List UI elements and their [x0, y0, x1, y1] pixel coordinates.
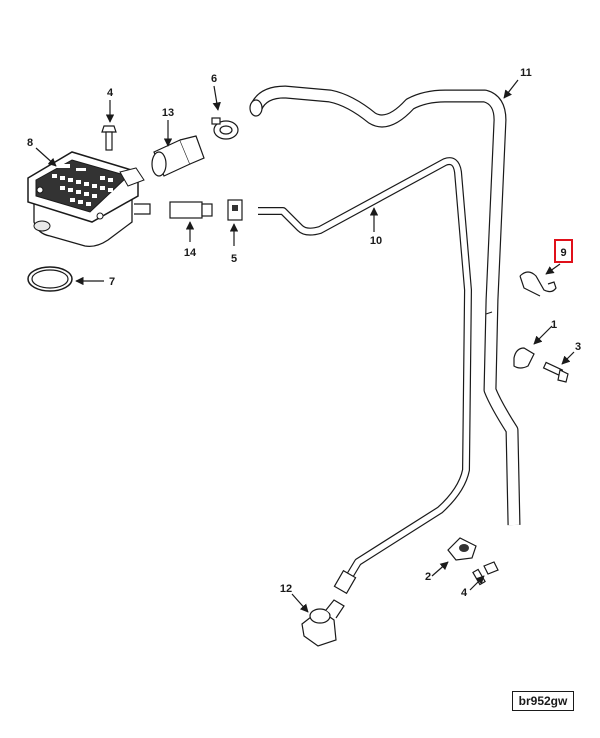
- reference-code-label: br952gw: [512, 691, 574, 711]
- hose-part-11: [249, 85, 521, 526]
- callout-10: 10: [370, 235, 382, 247]
- callout-13: 13: [162, 107, 174, 119]
- callout-6: 6: [211, 73, 217, 85]
- callouts: 4 13 6 8 7 14 5 10 11 9 1 3 2 4 12: [27, 67, 581, 599]
- callout-1: 1: [551, 319, 557, 331]
- oring-part-7: [27, 266, 73, 292]
- screw-part-3: [542, 361, 569, 383]
- callout-8: 8: [27, 137, 33, 149]
- connector-part-5: [227, 199, 243, 221]
- bolt-part-4-bottom: [472, 561, 499, 586]
- callout-12: 12: [280, 583, 292, 595]
- callout-2: 2: [425, 571, 431, 583]
- callout-14: 14: [184, 247, 197, 259]
- coupling-part-13: [151, 135, 205, 177]
- callout-4-bottom: 4: [461, 587, 468, 599]
- callout-7: 7: [109, 276, 115, 288]
- clip-part-1: [513, 347, 535, 369]
- callout-3: 3: [575, 341, 581, 353]
- callout-5: 5: [231, 253, 237, 265]
- callout-11: 11: [520, 67, 532, 79]
- tube-part-10: [258, 157, 472, 595]
- sleeve-part-14: [169, 201, 213, 219]
- callout-4-top: 4: [107, 87, 114, 99]
- clamp-part-6: [211, 117, 239, 140]
- clamp-part-2: [447, 537, 477, 561]
- callout-9: 9: [560, 247, 566, 259]
- sensor-part-12: [301, 599, 345, 647]
- callout-9-highlight-box: [554, 239, 573, 263]
- bolt-part-4-top: [101, 125, 117, 151]
- bracket-part-9: [519, 271, 557, 297]
- leader-lines: [35, 79, 575, 613]
- module-part-8: [27, 151, 151, 248]
